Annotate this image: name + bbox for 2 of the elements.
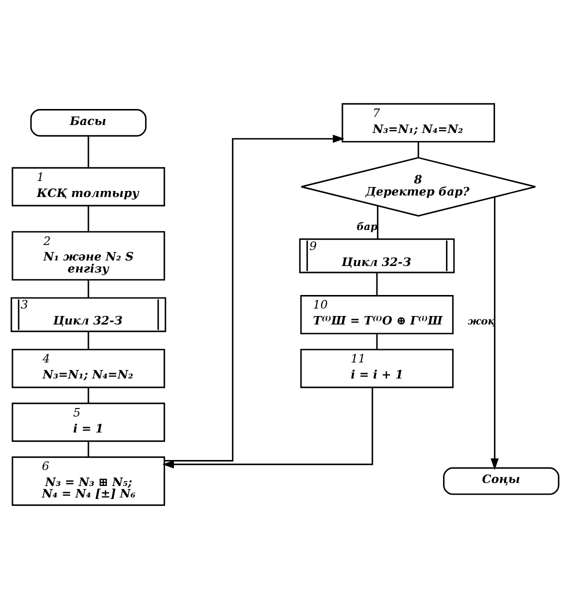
edge-label: жоқ: [468, 314, 495, 327]
edge-label: бар: [356, 220, 378, 232]
